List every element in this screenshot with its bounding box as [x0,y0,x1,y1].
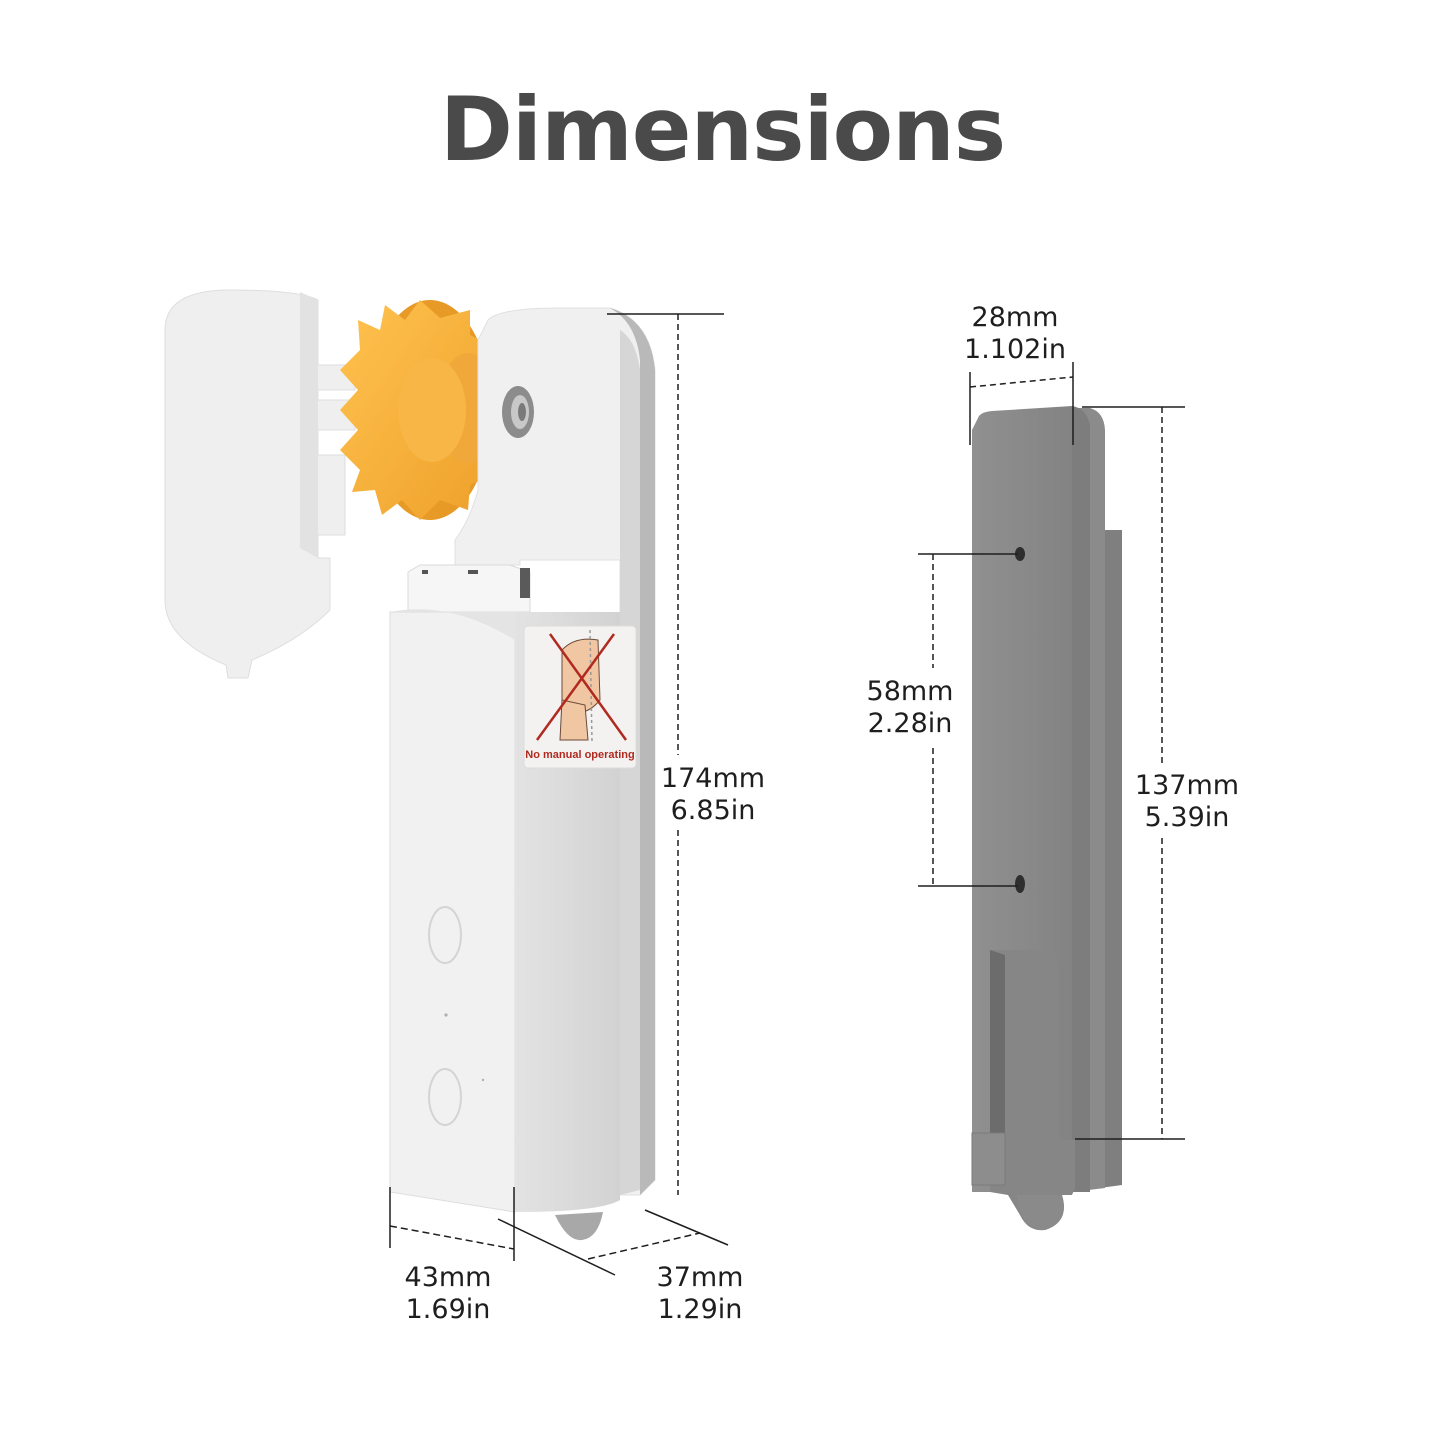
drive-gear [340,300,498,520]
bracket-height-label: 137mm 5.39in [1122,770,1252,834]
mounting-bracket-illustration [971,406,1122,1231]
motor-depth-label: 37mm 1.29in [635,1262,765,1326]
motor-width-label: 43mm 1.69in [383,1262,513,1326]
motor-height-label: 174mm 6.85in [648,763,778,827]
motor-dimension-lines [389,313,729,1276]
motor-housing [389,307,656,1241]
motor-width-mm: 43mm [404,1262,492,1293]
bracket-hole-spacing-in: 2.28in [867,708,953,739]
motor-end-cap [164,289,356,679]
bracket-width-mm: 28mm [971,302,1059,333]
motor-width-in: 1.69in [405,1294,491,1325]
motor-height-in: 6.85in [670,795,756,826]
bracket-hole-spacing-mm: 58mm [866,676,954,707]
warning-label: No manual operating [525,749,634,761]
bracket-height-mm: 137mm [1134,770,1240,801]
warning-sticker: No manual operating [523,625,637,769]
motor-height-mm: 174mm [660,763,766,794]
bracket-width-in: 1.102in [964,334,1066,365]
bracket-height-in: 5.39in [1144,802,1230,833]
bracket-dimension-lines [918,362,1185,1140]
motor-depth-mm: 37mm [656,1262,744,1293]
bracket-hole-spacing-label: 58mm 2.28in [845,676,975,740]
bracket-width-label: 28mm 1.102in [950,302,1080,366]
motor-depth-in: 1.29in [657,1294,743,1325]
page-title: Dimensions [439,78,1006,181]
motor-illustration: No manual operating [164,289,656,1241]
